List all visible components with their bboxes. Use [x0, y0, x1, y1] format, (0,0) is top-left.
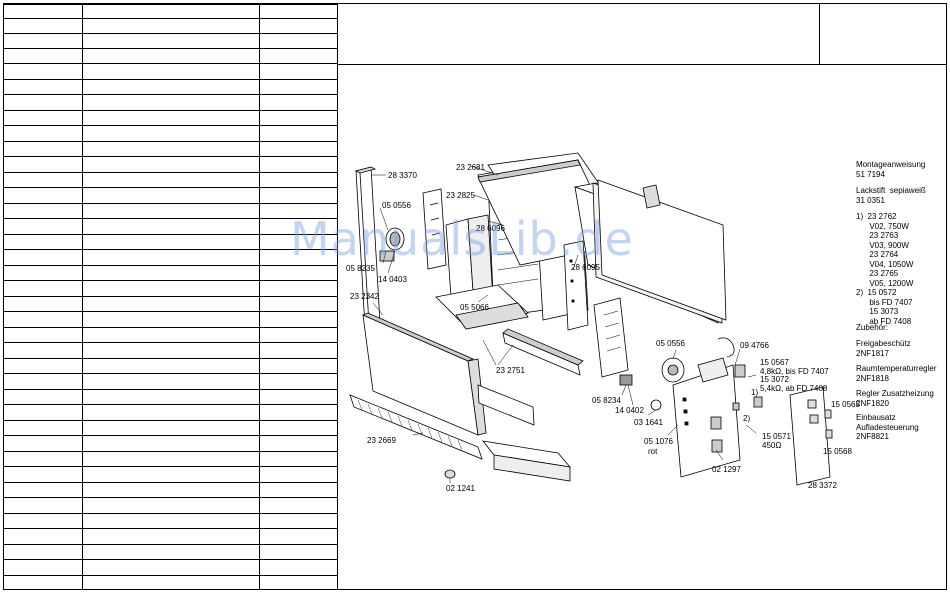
- part-label: 14 0402: [615, 406, 644, 415]
- part-label: 2): [743, 414, 750, 423]
- table-row: [4, 513, 337, 514]
- note-accessories-heading: Zubehör:: [856, 323, 889, 332]
- table-row: [4, 125, 337, 126]
- table-row: [4, 575, 337, 576]
- part-label: 4,8kΩ, bis FD 7407: [760, 367, 829, 376]
- front-panel: [361, 312, 487, 436]
- part-label: 09 4766: [740, 341, 769, 350]
- control-cover: [789, 386, 833, 486]
- leader-lines: [372, 165, 757, 483]
- table-row: [4, 373, 337, 374]
- title-block-divider: [819, 4, 820, 64]
- part-label: 05 8235: [346, 264, 375, 273]
- note-accessory-room-thermostat: Raumtemperaturregler 2NF1818: [856, 364, 937, 383]
- note-assembly-instructions: Montageanweisung 51 7194: [856, 160, 926, 179]
- table-row: [4, 420, 337, 421]
- table-row: [4, 528, 337, 529]
- table-row: [4, 559, 337, 560]
- table-row: [4, 435, 337, 436]
- table-row: [4, 296, 337, 297]
- side-panel-right: [593, 297, 629, 378]
- table-row: [4, 327, 337, 328]
- part-label: 05 5066: [460, 303, 489, 312]
- exploded-view-diagram: 28 3370 23 2681 23 2825 28 6096 05 0556 …: [346, 152, 860, 493]
- air-outlet-grille: [349, 394, 483, 460]
- bottom-rail: [477, 328, 584, 426]
- part-label: 14 0403: [378, 275, 407, 284]
- table-row: [4, 497, 337, 498]
- part-label: 28 6095: [571, 263, 600, 272]
- part-label: 15 0571: [762, 432, 791, 441]
- part-label: 15 0565: [831, 400, 860, 409]
- part-label: 5,4kΩ, ab FD 7408: [760, 384, 828, 393]
- part-label: 23 2669: [367, 436, 396, 445]
- table-row: [4, 358, 337, 359]
- note-touch-up-pen: Lackstift sepiaweiß 31 0351: [856, 186, 926, 205]
- parts-list-table: [3, 3, 338, 590]
- part-label: 15 0568: [823, 447, 852, 456]
- part-label: 23 2825: [446, 191, 475, 200]
- part-label: 15 3072: [760, 375, 789, 384]
- table-row: [4, 389, 337, 390]
- table-row: [4, 79, 337, 80]
- table-row: [4, 311, 337, 312]
- table-row: [4, 187, 337, 188]
- table-row: [4, 342, 337, 343]
- table-row: [4, 63, 337, 64]
- part-label: 28 3370: [388, 171, 417, 180]
- part-label: 02 1297: [712, 465, 741, 474]
- table-row: [4, 18, 337, 19]
- table-row: [4, 218, 337, 219]
- note-variants: 1) 23 2762 V02, 750W 23 2763 V03, 900W 2…: [856, 212, 914, 326]
- part-label: 05 0556: [656, 339, 685, 348]
- knob-cap: [444, 469, 456, 479]
- table-row: [4, 156, 337, 157]
- table-row: [4, 466, 337, 467]
- part-label: 28 3372: [808, 481, 837, 490]
- rear-wall-panels: [573, 179, 727, 324]
- part-label: 15 0567: [760, 358, 789, 367]
- table-row: [4, 280, 337, 281]
- note-accessory-charge-control-kit: Einbausatz Aufladesteuerung 2NF8821: [856, 413, 919, 441]
- watermark: ManualsLib.de: [290, 212, 634, 266]
- part-label: rot: [648, 447, 658, 456]
- title-block: [338, 3, 947, 65]
- table-row: [4, 404, 337, 405]
- note-accessory-auxiliary-heater-controller: Regler Zusatzheizung 2NF1820: [856, 389, 934, 408]
- table-row: [4, 249, 337, 250]
- table-row: [4, 48, 337, 49]
- part-label: 03 1641: [634, 418, 663, 427]
- part-label: 02 1241: [446, 484, 475, 493]
- table-row: [4, 4, 337, 5]
- table-row: [4, 234, 337, 235]
- table-row: [4, 544, 337, 545]
- part-label-group: 28 3370 23 2681 23 2825 28 6096 05 0556 …: [346, 163, 860, 493]
- table-row: [4, 141, 337, 142]
- note-accessory-contactor: Freigabeschütz 2NF1817: [856, 339, 911, 358]
- part-label: 450Ω: [762, 441, 781, 450]
- table-row: [4, 33, 337, 34]
- part-label: 05 1076: [644, 437, 673, 446]
- control-components: [619, 337, 763, 411]
- table-row: [4, 172, 337, 173]
- part-label: 05 8234: [592, 396, 621, 405]
- table-row: [4, 482, 337, 483]
- part-label: 23 2342: [350, 292, 379, 301]
- base-tray: [482, 440, 572, 482]
- drawing-area: [338, 64, 947, 590]
- fan-unit: [379, 188, 447, 270]
- part-label: 1): [751, 388, 758, 397]
- part-label: 23 2681: [456, 163, 485, 172]
- control-board: [672, 357, 741, 478]
- table-row: [4, 110, 337, 111]
- table-row: [4, 203, 337, 204]
- part-label: 28 6096: [476, 224, 505, 233]
- table-row: [4, 451, 337, 452]
- part-label: 23 2751: [496, 366, 525, 375]
- table-row: [4, 265, 337, 266]
- table-row: [4, 94, 337, 95]
- part-label: 05 0556: [382, 201, 411, 210]
